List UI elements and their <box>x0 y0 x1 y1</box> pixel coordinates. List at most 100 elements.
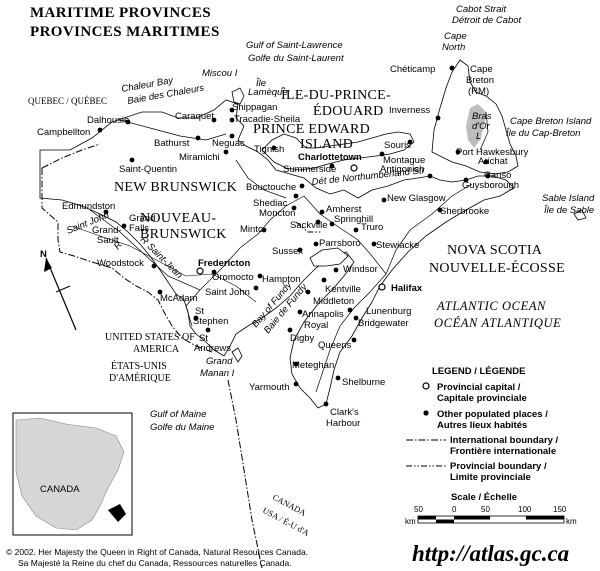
label-truro: Truro <box>361 222 383 233</box>
label-shelburne: Shelburne <box>342 377 385 388</box>
label-annapolis1: Annapolis <box>302 309 344 320</box>
label-standrews2: Andrews <box>194 343 231 354</box>
scale-unit-right: km <box>566 517 577 526</box>
label-north-pre: Dét de <box>311 174 340 188</box>
label-bridgewater: Bridgewater <box>358 318 409 329</box>
label-eu2: D'AMÉRIQUE <box>109 372 171 384</box>
scale-bar: Scale / Échelle 50 0 50 100 150 km km <box>405 492 577 526</box>
label-capenorth1: Cape <box>444 31 467 42</box>
label-ststephen1: St <box>195 306 204 317</box>
bras-dor-lake <box>466 104 486 148</box>
label-sherbrooke: Sherbrooke <box>440 206 489 217</box>
international-boundary <box>41 143 213 353</box>
legend-oth2: Autres lieux habités <box>437 420 527 431</box>
label-brasdor3: L <box>476 131 481 142</box>
footer-url[interactable]: http://atlas.gc.ca <box>412 541 569 566</box>
label-mcadam: McAdam <box>160 293 198 304</box>
north-label: N <box>40 249 47 260</box>
label-pei-en2: ISLAND <box>300 137 353 152</box>
label-nouveau: NOUVEAU- <box>140 211 216 226</box>
label-cbrm3: (RM) <box>468 86 489 97</box>
label-miscou: Miscou I <box>202 68 238 79</box>
label-neguac: Neguac <box>212 138 245 149</box>
label-nouvelle-ecosse: NOUVELLE-ÉCOSSE <box>429 259 565 276</box>
label-woodstock: Woodstock <box>97 258 144 269</box>
label-ipe-fr2: ÉDOUARD <box>313 102 384 119</box>
label-usa2: AMERICA <box>133 344 180 355</box>
legend: LEGEND / LÉGENDE Provincial capital / Ca… <box>406 366 559 483</box>
label-cabot2: Détroit de Cabot <box>452 15 522 26</box>
capital-charlottetown: Charlottetown <box>298 152 362 172</box>
label-pei-en1: PRINCE EDWARD <box>253 122 370 137</box>
label-digby: Digby <box>290 333 315 344</box>
legend-capital-symbol <box>422 382 430 390</box>
label-sackville: Sackville <box>290 220 328 231</box>
mainland-nb-ns <box>39 99 515 409</box>
footer-copyright-en: © 2002. Her Majesty the Queen in Right o… <box>6 547 308 557</box>
north-arrow: N <box>40 249 77 331</box>
label-brasdor2: d'Or <box>472 121 490 132</box>
label-eu1: ÉTATS-UNIS <box>111 360 167 372</box>
label-lunenburg: Lunenburg <box>366 306 411 317</box>
label-tracadie: Tracadie-Sheila <box>234 114 301 125</box>
maritime-boundary <box>227 379 263 569</box>
label-sable2: Île de Sable <box>544 205 594 216</box>
provincial-boundary <box>295 221 322 233</box>
label-amherst: Amherst <box>326 204 362 215</box>
label-brasdor1: Bras <box>472 111 492 122</box>
label-saintquentin: Saint-Quentin <box>119 164 177 175</box>
label-souris: Souris <box>384 140 411 151</box>
label-lameque2: Lamèque <box>248 87 288 98</box>
scale-tick-2: 50 <box>481 505 490 514</box>
label-maine2: Golfe du Maine <box>150 422 214 433</box>
label-meteghan: Meteghan <box>292 360 334 371</box>
label-cbrm1: Cape <box>470 64 493 75</box>
scale-tick-3: 100 <box>518 505 532 514</box>
label-yarmouth: Yarmouth <box>249 382 289 393</box>
legend-prov1: Provincial boundary / <box>450 461 547 472</box>
label-usa1: UNITED STATES OF <box>105 332 195 343</box>
capital-marker <box>378 283 386 291</box>
inset-map: CANADA <box>12 412 133 536</box>
scale-tick-0: 50 <box>414 505 423 514</box>
legend-cap1: Provincial capital / <box>437 382 521 393</box>
label-quebec: QUEBEC / QUÉBEC <box>28 96 107 106</box>
label-halifax: Halifax <box>391 283 423 294</box>
label-annapolis2: Royal <box>304 320 328 331</box>
label-caraquet: Caraquet <box>175 111 214 122</box>
legend-intl1: International boundary / <box>450 435 559 446</box>
label-moncton: Moncton <box>259 208 295 219</box>
label-bouctouche: Bouctouche <box>246 182 296 193</box>
label-oromocto: Oromocto <box>212 272 254 283</box>
scale-unit-left: km <box>405 517 416 526</box>
label-bathurst: Bathurst <box>154 138 190 149</box>
inset-canada-label: CANADA <box>40 484 80 495</box>
label-tignish: Tignish <box>254 144 284 155</box>
label-clarks2: Harbour <box>326 418 360 429</box>
capital-marker <box>196 267 204 275</box>
label-canso: Canso <box>484 170 511 181</box>
label-antigonish: Antigonish <box>380 164 424 175</box>
prince-edward-island <box>261 131 415 171</box>
label-stewiacke: Stewiacke <box>376 240 419 251</box>
label-ocean-fr: OCÉAN ATLANTIQUE <box>434 316 561 330</box>
label-cabot1: Cabot Strait <box>456 4 507 15</box>
label-cheticamp: Chéticamp <box>390 64 435 75</box>
label-lameque1: Île <box>256 78 266 89</box>
legend-oth1: Other populated places / <box>437 409 548 420</box>
label-grand-manan1: Grand <box>206 356 233 367</box>
label-maine1: Gulf of Maine <box>150 409 207 420</box>
label-edmundston: Edmundston <box>62 201 115 212</box>
label-shippagan: Shippagan <box>232 102 277 113</box>
label-fredericton: Fredericton <box>198 258 250 269</box>
label-clarks1: Clark's <box>330 407 359 418</box>
label-grandsault1: Grand- <box>92 225 122 236</box>
scale-title: Scale / Échelle <box>451 492 517 503</box>
capital-marker <box>350 164 358 172</box>
grand-manan <box>231 347 243 363</box>
label-saintjohn: Saint John <box>205 287 250 298</box>
sable-island <box>573 209 587 221</box>
label-middleton: Middleton <box>313 296 354 307</box>
footer-copyright-fr: Sa Majesté la Reine du chef du Canada, R… <box>18 558 292 568</box>
label-ststephen2: Stephen <box>193 316 228 327</box>
